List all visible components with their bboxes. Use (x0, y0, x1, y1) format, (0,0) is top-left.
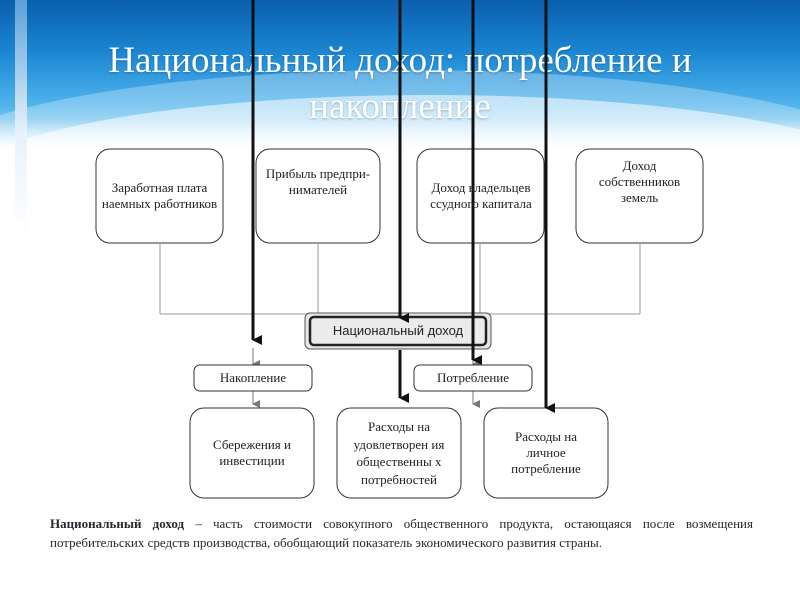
box-accumulation (193, 364, 313, 392)
definition-paragraph: Национальный доход – часть стоимости сов… (50, 514, 753, 552)
box-loan-income (416, 148, 545, 244)
land-income-label: Доход собственников земель (598, 158, 681, 205)
left-accent-bar (15, 0, 27, 600)
profit-label: Прибыль предпри-нимателей (265, 166, 371, 197)
consumption-label: Потребление (436, 370, 510, 385)
needs-expenses-label: Расходы на удовлетворен ия общественны х… (353, 419, 445, 487)
personal-expenses-label: Расходы на личное потребление (511, 429, 581, 476)
box-national-income (308, 315, 488, 347)
savings-label: Сбережения и инвестиции (213, 437, 291, 468)
long-arrows (251, 0, 555, 413)
box-profit (255, 148, 381, 244)
box-savings (189, 407, 315, 499)
box-land-income (575, 148, 704, 244)
box-consumption (413, 364, 533, 392)
boxes (95, 148, 704, 499)
box-wages (95, 148, 224, 244)
national-income-label: Национальный доход (332, 323, 464, 338)
accumulation-label: Накопление (219, 370, 287, 385)
box-needs-expenses (336, 407, 462, 499)
loan-income-label: Доход владельцев ссудного капитала (430, 180, 532, 211)
definition-term: Национальный доход (50, 516, 185, 531)
wages-label: Заработная плата наемных работников (101, 180, 218, 211)
definition-text: – часть стоимости совокупного общественн… (50, 516, 753, 550)
